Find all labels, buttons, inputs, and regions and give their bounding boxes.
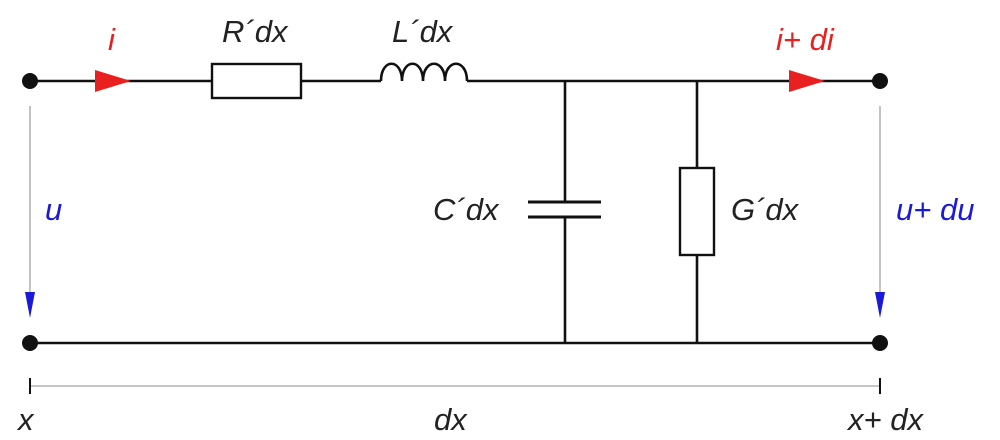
terminal-top-left [22, 73, 38, 89]
current-out-label: i+ di [776, 22, 835, 57]
conductance-symbol [678, 166, 716, 257]
inductance-label: L´dx [392, 14, 454, 49]
resistance-label: R´dx [222, 14, 289, 49]
current-in-label: i [108, 22, 116, 57]
conductance-label: G´dx [731, 192, 800, 227]
current-arrow-in-icon [95, 70, 131, 92]
resistor-symbol [210, 62, 303, 100]
capacitance-label: C´dx [433, 192, 500, 227]
voltage-out-label: u+ du [896, 192, 974, 227]
segment-length-label: dx [434, 402, 468, 437]
terminal-top-right [872, 73, 888, 89]
terminal-bottom-right [872, 335, 888, 351]
voltage-arrow-in-icon [25, 292, 35, 318]
position-start-label: x [16, 402, 35, 437]
position-end-label: x+ dx [846, 402, 924, 437]
terminal-bottom-left [22, 335, 38, 351]
voltage-arrow-out-icon [875, 292, 885, 318]
current-arrow-out-icon [789, 70, 825, 92]
inductor-symbol [379, 62, 469, 82]
voltage-in-label: u [45, 192, 62, 227]
